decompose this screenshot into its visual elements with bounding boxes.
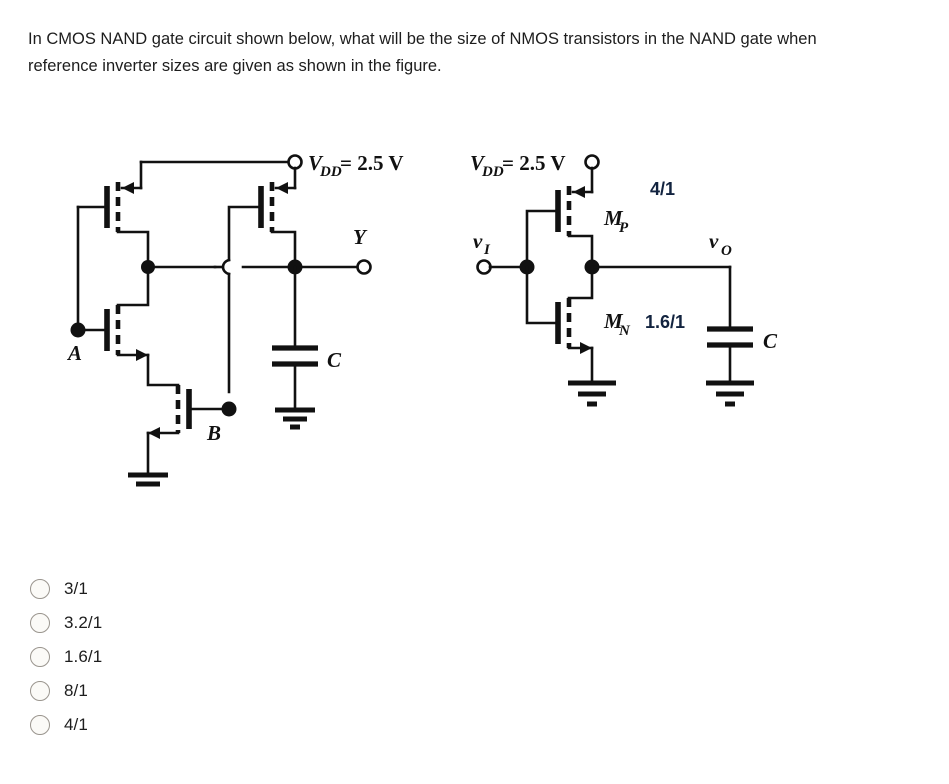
option-radio[interactable]: [30, 578, 50, 599]
inv-pmos-drain-lead: [567, 234, 594, 269]
nand-vdd-terminal: [287, 154, 303, 170]
option-radio[interactable]: [30, 714, 50, 735]
inv-vdd-value: = 2.5 V: [502, 151, 566, 175]
nand-pmos-a: [76, 182, 150, 269]
option-row[interactable]: 8/1: [22, 674, 442, 707]
option-radio[interactable]: [30, 646, 50, 667]
reference-inverter-circuit: V DD = 2.5 V M P 4/1 v: [470, 151, 778, 407]
nand-nmos-a: [76, 265, 180, 387]
inv-pmos-ratio: 4/1: [650, 179, 675, 199]
answer-options: 3/1 3.2/1 1.6/1 8/1 4/1: [22, 572, 442, 742]
nand-output-label: Y: [353, 225, 368, 249]
nand-node-a: [70, 322, 86, 338]
inv-nmos-name-sub: N: [618, 323, 631, 339]
inv-pmos: M P 4/1: [525, 179, 675, 269]
nand-pmos-b-gate-lead: [227, 205, 263, 262]
option-label: 8/1: [64, 680, 88, 700]
inv-vdd-sub: DD: [481, 164, 504, 180]
nand-vdd-value: = 2.5 V: [340, 151, 404, 175]
inv-nmos-source-arrow: [580, 342, 592, 354]
inv-nmos-name: M: [603, 309, 624, 333]
nand-vdd-label-group: V DD = 2.5 V: [308, 151, 404, 180]
nand-output-terminal: [356, 259, 372, 275]
nand-nmos-b-source-arrow: [148, 427, 160, 439]
question-line-2: in the NAND gate when reference inverter…: [28, 30, 817, 75]
question-text: In CMOS NAND gate circuit shown below, w…: [28, 26, 858, 79]
nand-input-b-label: B: [206, 421, 221, 445]
nand-vdd-sub: DD: [319, 164, 342, 180]
nand-nmos-b: [146, 385, 231, 477]
nand-vdd-label: V: [308, 151, 324, 175]
nand-nmos-a-drain-lead: [116, 265, 150, 307]
nand-wire-hop: [221, 258, 231, 276]
inv-input-terminal: [476, 259, 492, 275]
inv-capacitor: C: [706, 265, 778, 407]
option-row[interactable]: 3.2/1: [22, 606, 442, 639]
option-label: 3.2/1: [64, 612, 103, 632]
inv-pmos-name: M: [603, 206, 624, 230]
option-label: 3/1: [64, 578, 88, 598]
nand-ground-nmos: [128, 472, 168, 487]
inv-pmos-gate-lead: [525, 209, 560, 269]
circuit-figure: Y V DD = 2.5 V A: [0, 120, 949, 540]
nand-gate-circuit: Y V DD = 2.5 V A: [66, 151, 404, 487]
option-row[interactable]: 4/1: [22, 708, 442, 741]
question-line-1: In CMOS NAND gate circuit shown below, w…: [28, 30, 640, 48]
nand-nmos-a-source-arrow: [136, 349, 148, 361]
nand-pmos-b: [227, 182, 297, 269]
inv-vdd-terminal: [584, 154, 600, 170]
nand-input-a-label: A: [66, 341, 82, 365]
inv-cap-label: C: [763, 329, 778, 353]
nand-pmos-a-drain-lead: [116, 230, 150, 269]
option-row[interactable]: 1.6/1: [22, 640, 442, 673]
nand-pmos-a-source-arrow: [122, 182, 134, 194]
inv-pmos-name-sub: P: [619, 220, 629, 236]
option-label: 1.6/1: [64, 646, 103, 666]
inv-vdd-label-group: V DD = 2.5 V: [470, 151, 566, 180]
circuit-svg: Y V DD = 2.5 V A: [66, 151, 778, 487]
nand-capacitor: C: [272, 265, 342, 430]
inv-input-sub: I: [483, 242, 491, 258]
inv-pmos-source-arrow: [573, 186, 585, 198]
nand-ground-cap: [275, 407, 315, 430]
nand-pmos-b-drain-lead: [270, 230, 297, 269]
nand-node-b: [221, 401, 237, 417]
nand-pmos-b-source-arrow: [276, 182, 288, 194]
option-label: 4/1: [64, 714, 88, 734]
inv-ground-cap: [706, 380, 754, 407]
inv-output-sub: O: [721, 243, 732, 259]
inv-output-label: v: [709, 229, 719, 253]
inv-nmos-gate-lead: [525, 265, 560, 325]
option-radio[interactable]: [30, 680, 50, 701]
nand-cap-label: C: [327, 348, 342, 372]
inv-input-label: v: [473, 229, 483, 253]
option-row[interactable]: 3/1: [22, 572, 442, 605]
inv-vdd-label: V: [470, 151, 486, 175]
option-radio[interactable]: [30, 612, 50, 633]
inv-nmos-drain-lead: [567, 265, 594, 300]
inv-ground-nmos: [568, 380, 616, 407]
inv-nmos: M N 1.6/1: [525, 265, 685, 385]
nand-nmos-a-source-drop: [146, 353, 180, 387]
inv-nmos-ratio: 1.6/1: [645, 312, 685, 332]
